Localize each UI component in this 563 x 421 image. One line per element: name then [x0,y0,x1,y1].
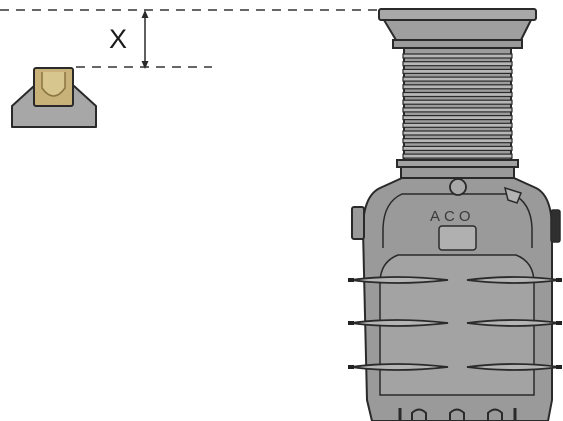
anchor-fin-right [466,363,561,371]
dimension-label: X [109,24,127,54]
dimension-arrowhead-top [141,10,149,18]
anchor-fin-tip-right [556,321,562,325]
channel-drain-section [11,67,97,128]
anchor-fin-right [466,319,561,327]
aco-separator-tank: ACO [348,8,562,421]
riser-rib [402,61,513,67]
reference-lines [0,9,378,68]
channel-profile [41,72,66,97]
tank-cover-collar [392,39,523,49]
riser-base-collar [396,159,519,168]
riser-rib [402,138,513,144]
anchor-fins [348,276,562,371]
riser-rib [402,145,513,151]
label-plate [438,225,477,251]
riser-rib [402,122,513,128]
riser-rib [402,91,513,98]
anchor-fin-tip-left [348,321,354,325]
riser-rib [402,84,513,90]
riser-rib [402,107,513,113]
riser-ribs [402,53,513,159]
riser-rib [402,114,513,121]
vent-cap [449,178,467,196]
right-side-stub [550,209,561,243]
anchor-fin-tip-right [556,365,562,369]
anchor-fin-left [350,276,449,284]
tank-cover-frame [378,8,537,21]
anchor-fin-left [350,319,449,327]
riser-rib [402,68,513,75]
bottom-opening-right [487,408,503,421]
riser-rib [402,76,513,82]
inlet-marker [503,186,522,204]
bottom-openings [398,408,517,421]
riser-rib [402,130,513,136]
bottom-opening-left [411,408,427,421]
bottom-opening-center [449,408,465,421]
riser-rib [402,99,513,105]
anchor-fin-tip-left [348,278,354,282]
tank-cover-cone [383,19,532,41]
riser-rib [402,53,513,59]
anchor-fin-tip-left [348,365,354,369]
riser-rib [402,153,513,159]
anchor-fin-left [350,363,449,371]
dimension-marker: X [109,10,149,69]
dimension-arrowhead-bottom [141,61,149,69]
left-side-stub [351,206,365,240]
anchor-fin-tip-right [556,278,562,282]
brand-logo: ACO [430,208,475,225]
anchor-fin-right [466,276,561,284]
